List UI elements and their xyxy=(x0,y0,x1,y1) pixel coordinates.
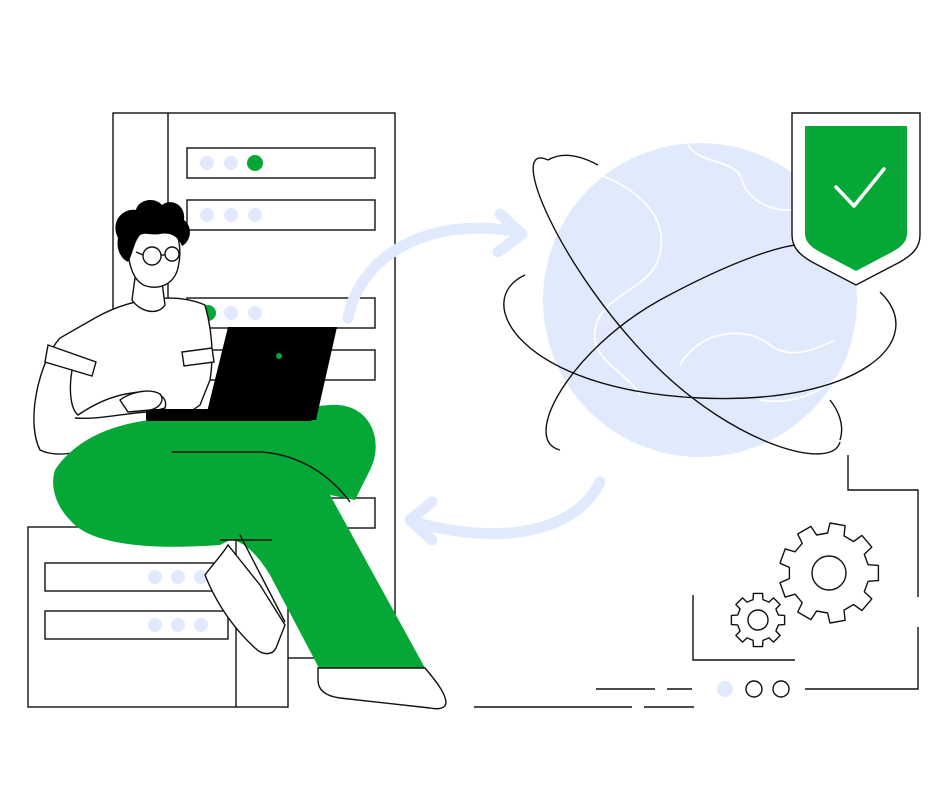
gear-hole xyxy=(747,609,769,631)
globe-orbit-3 xyxy=(545,243,813,451)
sync-arrow-top-head xyxy=(492,208,528,258)
server-status-lights xyxy=(200,155,263,321)
sleeve-right xyxy=(181,347,215,367)
status-light-active xyxy=(247,155,263,171)
laptop-camera xyxy=(276,353,282,359)
globe-orbit-1-cap xyxy=(547,154,599,166)
person-figure xyxy=(33,199,447,710)
status-light xyxy=(200,156,214,170)
status-light xyxy=(248,306,262,320)
sync-arrow-bottom xyxy=(408,476,606,539)
sleeve-left xyxy=(44,344,97,377)
circuit-node xyxy=(717,681,733,697)
globe-icon xyxy=(503,143,897,457)
globe-orbit-3-tail xyxy=(829,399,843,441)
laptop-base xyxy=(146,409,312,421)
status-light xyxy=(148,618,162,632)
status-light xyxy=(171,618,185,632)
sync-arrow-bottom-head xyxy=(404,496,438,546)
globe-orbits xyxy=(503,154,897,455)
circuit-nodes xyxy=(717,680,790,698)
sync-arrow-top xyxy=(342,222,524,324)
globe-orbit-2 xyxy=(503,274,897,400)
laptop-icon xyxy=(146,327,337,421)
status-light xyxy=(148,570,162,584)
hand xyxy=(119,390,163,413)
status-light xyxy=(171,570,185,584)
checkmark-icon xyxy=(834,167,886,208)
circuit-node xyxy=(745,680,763,698)
laptop-screen xyxy=(205,327,337,420)
shield-check-icon xyxy=(791,112,921,286)
circuit-node xyxy=(772,680,790,698)
circuit-lines xyxy=(474,455,919,708)
status-light xyxy=(194,618,208,632)
globe-orbit-1 xyxy=(532,157,841,455)
globe-continents xyxy=(593,144,846,403)
status-light xyxy=(248,208,262,222)
status-light xyxy=(194,570,208,584)
hair xyxy=(115,199,190,262)
server-box-lights xyxy=(148,570,208,632)
glasses-icon xyxy=(135,246,180,266)
status-light xyxy=(224,156,238,170)
shoe-back xyxy=(204,543,286,655)
status-light xyxy=(224,306,238,320)
server-slot-1 xyxy=(186,147,376,179)
status-light xyxy=(200,208,214,222)
server-slot-2 xyxy=(186,199,376,231)
shield-inner xyxy=(805,126,907,271)
status-light xyxy=(224,208,238,222)
globe-sphere xyxy=(543,143,857,457)
gears-group xyxy=(730,522,880,648)
sync-arrows-icon xyxy=(342,208,606,546)
gear-hole xyxy=(811,555,847,591)
shoe-front xyxy=(317,667,447,710)
pants xyxy=(53,404,425,670)
pants-seams xyxy=(172,451,351,623)
